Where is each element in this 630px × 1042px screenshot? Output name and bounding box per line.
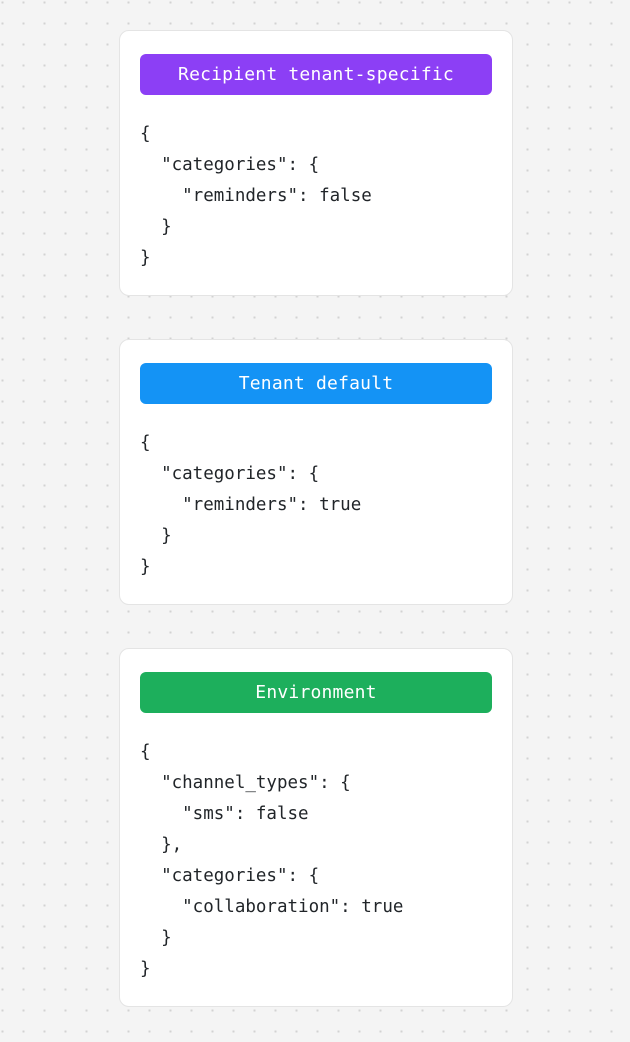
card-json-body-environment: { "channel_types": { "sms": false }, "ca…: [140, 742, 404, 979]
card-title-banner-recipient-tenant-specific: Recipient tenant-specific: [140, 54, 492, 95]
card-title-banner-environment: Environment: [140, 672, 492, 713]
card-tenant-default: Tenant default { "categories": { "remind…: [119, 339, 513, 605]
card-title-text: Recipient tenant-specific: [178, 64, 454, 85]
card-title-banner-tenant-default: Tenant default: [140, 363, 492, 404]
card-json-body-recipient-tenant-specific: { "categories": { "reminders": false } }: [140, 124, 372, 268]
preference-cards-stack: Recipient tenant-specific { "categories"…: [119, 30, 513, 1007]
card-json-body-tenant-default: { "categories": { "reminders": true } }: [140, 433, 362, 577]
card-title-text: Tenant default: [238, 373, 394, 394]
card-title-text: Environment: [255, 682, 377, 703]
card-environment: Environment { "channel_types": { "sms": …: [119, 648, 513, 1007]
card-recipient-tenant-specific: Recipient tenant-specific { "categories"…: [119, 30, 513, 296]
